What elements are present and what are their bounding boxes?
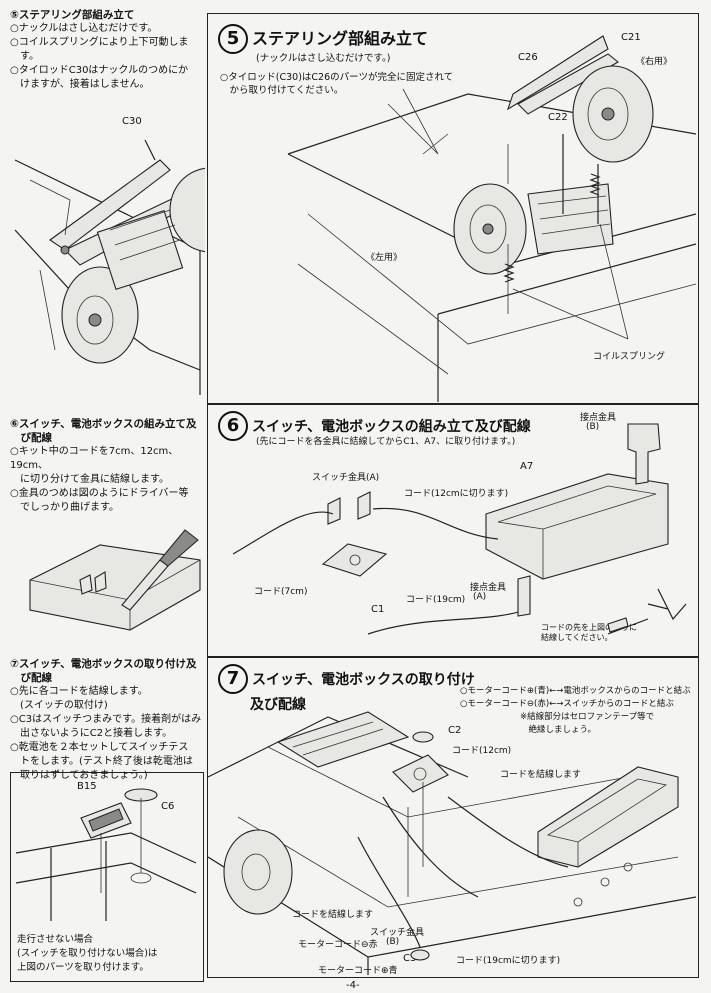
section-7-heading-2: び配線 [10,672,52,684]
step-5-desc-line: から取り付けてください。 [220,85,344,96]
label-c26: C26 [518,52,538,63]
label-a7: A7 [520,461,534,472]
section-5-heading: ⑤ステアリング部組み立て [10,9,135,21]
step-7-number: 7 [218,664,248,694]
section-5-item: ○ナックルはさし込むだけです。 [10,23,158,34]
wiring-note-line: 結線してください。 [541,633,613,642]
section-6-item: ○金具のつめは図のようにドライバー等 [10,488,189,499]
section-7-notes: ⑦スイッチ、電池ボックスの取り付け及 び配線 ○先に各コードを結線します。 (ス… [10,657,202,783]
step-6-title: スイッチ、電池ボックスの組み立て及び配線 [252,419,531,435]
wiring-note: コードの先を上図のように 結線してください。 [541,623,637,643]
step-5-desc-line: ○タイロッド(C30)はC26のパーツが完全に固定されて [220,72,454,83]
label-switch-b: スイッチ金具 [370,928,425,938]
section-7-item: ○先に各コードを結線します。 [10,686,148,697]
label-contact-b-2: (B) [586,422,600,432]
section-5-notes: ⑤ステアリング部組み立て ○ナックルはさし込むだけです。 ○コイルスプリングによ… [10,8,202,92]
steering-assembly-illustration [287,35,696,402]
section-5-item: けますが、接着はしません。 [10,79,150,90]
step-5-subtitle: (ナックルはさし込むだけです。) [256,53,391,64]
step-7-title: スイッチ、電池ボックスの取り付け [252,672,475,688]
section-5-item: す。 [10,51,39,62]
label-left-use: 《左用》 [366,253,403,263]
no-switch-note: 走行させない場合 (スイッチを取り付けない場合)は 上図のパーツを取り付けます。 [17,933,157,975]
label-motor-plus: モーターコード⊕青 [318,966,398,976]
step-7-title-2: 及び配線 [250,697,306,713]
label-cord-19cm: コード(19cmに切ります) [456,956,561,966]
label-cord-12cm: コード(12cm) [452,746,512,756]
no-switch-parts-illustration [15,788,197,921]
section-6-heading-2: び配線 [10,432,52,444]
label-contact-a: 接点金具 [470,583,507,593]
label-c21: C21 [621,32,641,43]
label-tie-cords-2: コードを結線します [292,910,374,920]
label-cord-7: コード(7cm) [254,587,308,597]
note-line: 上図のパーツを取り付けます。 [17,962,149,973]
wiring-note-line: コードの先を上図のように [541,623,637,632]
screwdriver-illustration [29,529,201,631]
label-cord-12: コード(12cmに切ります) [404,489,509,499]
label-right-use: 《右用》 [636,57,673,67]
step-7-notes: ○モーターコード⊕(青)←→電池ボックスからのコードと結ぶ ○モーターコード⊖(… [460,685,691,737]
section-6-item: でしっかり曲げます。 [10,502,119,513]
label-b15: B15 [77,781,97,792]
label-switch-b-2: (B) [386,937,400,947]
section-6-heading: ⑥スイッチ、電池ボックスの組み立て及 [10,418,197,430]
label-c2: C2 [448,725,462,736]
section-7-item: トをします。(テスト終了後は乾電池は [10,756,193,767]
label-coil-spring: コイルスプリング [593,352,666,362]
switch-battery-install-illustration [208,711,696,975]
step-7-note-line: ○モーターコード⊕(青)←→電池ボックスからのコードと結ぶ [460,686,691,696]
label-cord-19: コード(19cm) [406,595,466,605]
label-c6: C6 [161,801,175,812]
section-6-item: に切り分けて金具に結線します。 [10,474,169,485]
label-c3: C3 [403,953,417,964]
label-c1: C1 [371,604,385,615]
step-7-note-line: ○モーターコード⊖(赤)←→スイッチからのコードと結ぶ [460,699,674,709]
label-contact-a-2: (A) [473,592,487,602]
label-c22: C22 [548,112,568,123]
section-5-item: ○コイルスプリングにより上下可動しま [10,37,189,48]
section-5-item: ○タイロッドC30はナックルのつめにか [10,65,189,76]
page-number: -4- [346,980,360,991]
note-line: 走行させない場合 [17,934,94,945]
section-7-item: ○C3はスイッチつまみです。接着剤がはみ [10,714,202,725]
switch-battery-box-illustration [232,423,687,635]
step-6-number: 6 [218,411,248,441]
step-7-note-line: 絶縁しましょう。 [520,725,597,735]
section-6-item: ○キット中のコードを7cm、12cm、19cm、 [10,446,179,471]
step-6-subtitle: (先にコードを各金具に結線してからC1、A7、に取り付けます。) [256,437,516,447]
label-motor-minus: モーターコード⊖赤 [298,940,378,950]
label-tie-cords: コードを結線します [500,770,582,780]
label-switch-a: スイッチ金具(A) [312,473,380,483]
section-7-item: ○乾電池を２本セットしてスイッチテス [10,742,189,753]
section-7-item: (スイッチの取付け) [10,700,108,711]
section-7-item: 出さないようにC2と接着します。 [10,728,173,739]
steering-illustration-left [14,139,205,395]
section-7-heading: ⑦スイッチ、電池ボックスの取り付け及 [10,658,197,670]
label-c30: C30 [122,116,142,127]
step-5-number: 5 [218,24,248,54]
section-6-notes: ⑥スイッチ、電池ボックスの組み立て及 び配線 ○キット中のコードを7cm、12c… [10,417,202,515]
no-switch-parts-box: B15 C6 走行させない場合 (スイッチを取り付けない場合)は 上図のパーツを… [10,772,204,982]
step-5-title: ステアリング部組み立て [252,29,429,48]
step-7-note-line: ※結線部分はセロファンテープ等で [520,712,655,722]
note-line: (スイッチを取り付けない場合)は [17,948,158,959]
section-7-item: 取りはずしておきましょう。) [10,770,148,781]
label-contact-b: 接点金具 [580,413,617,423]
step-5-description: ○タイロッド(C30)はC26のパーツが完全に固定されて から取り付けてください… [220,71,453,97]
